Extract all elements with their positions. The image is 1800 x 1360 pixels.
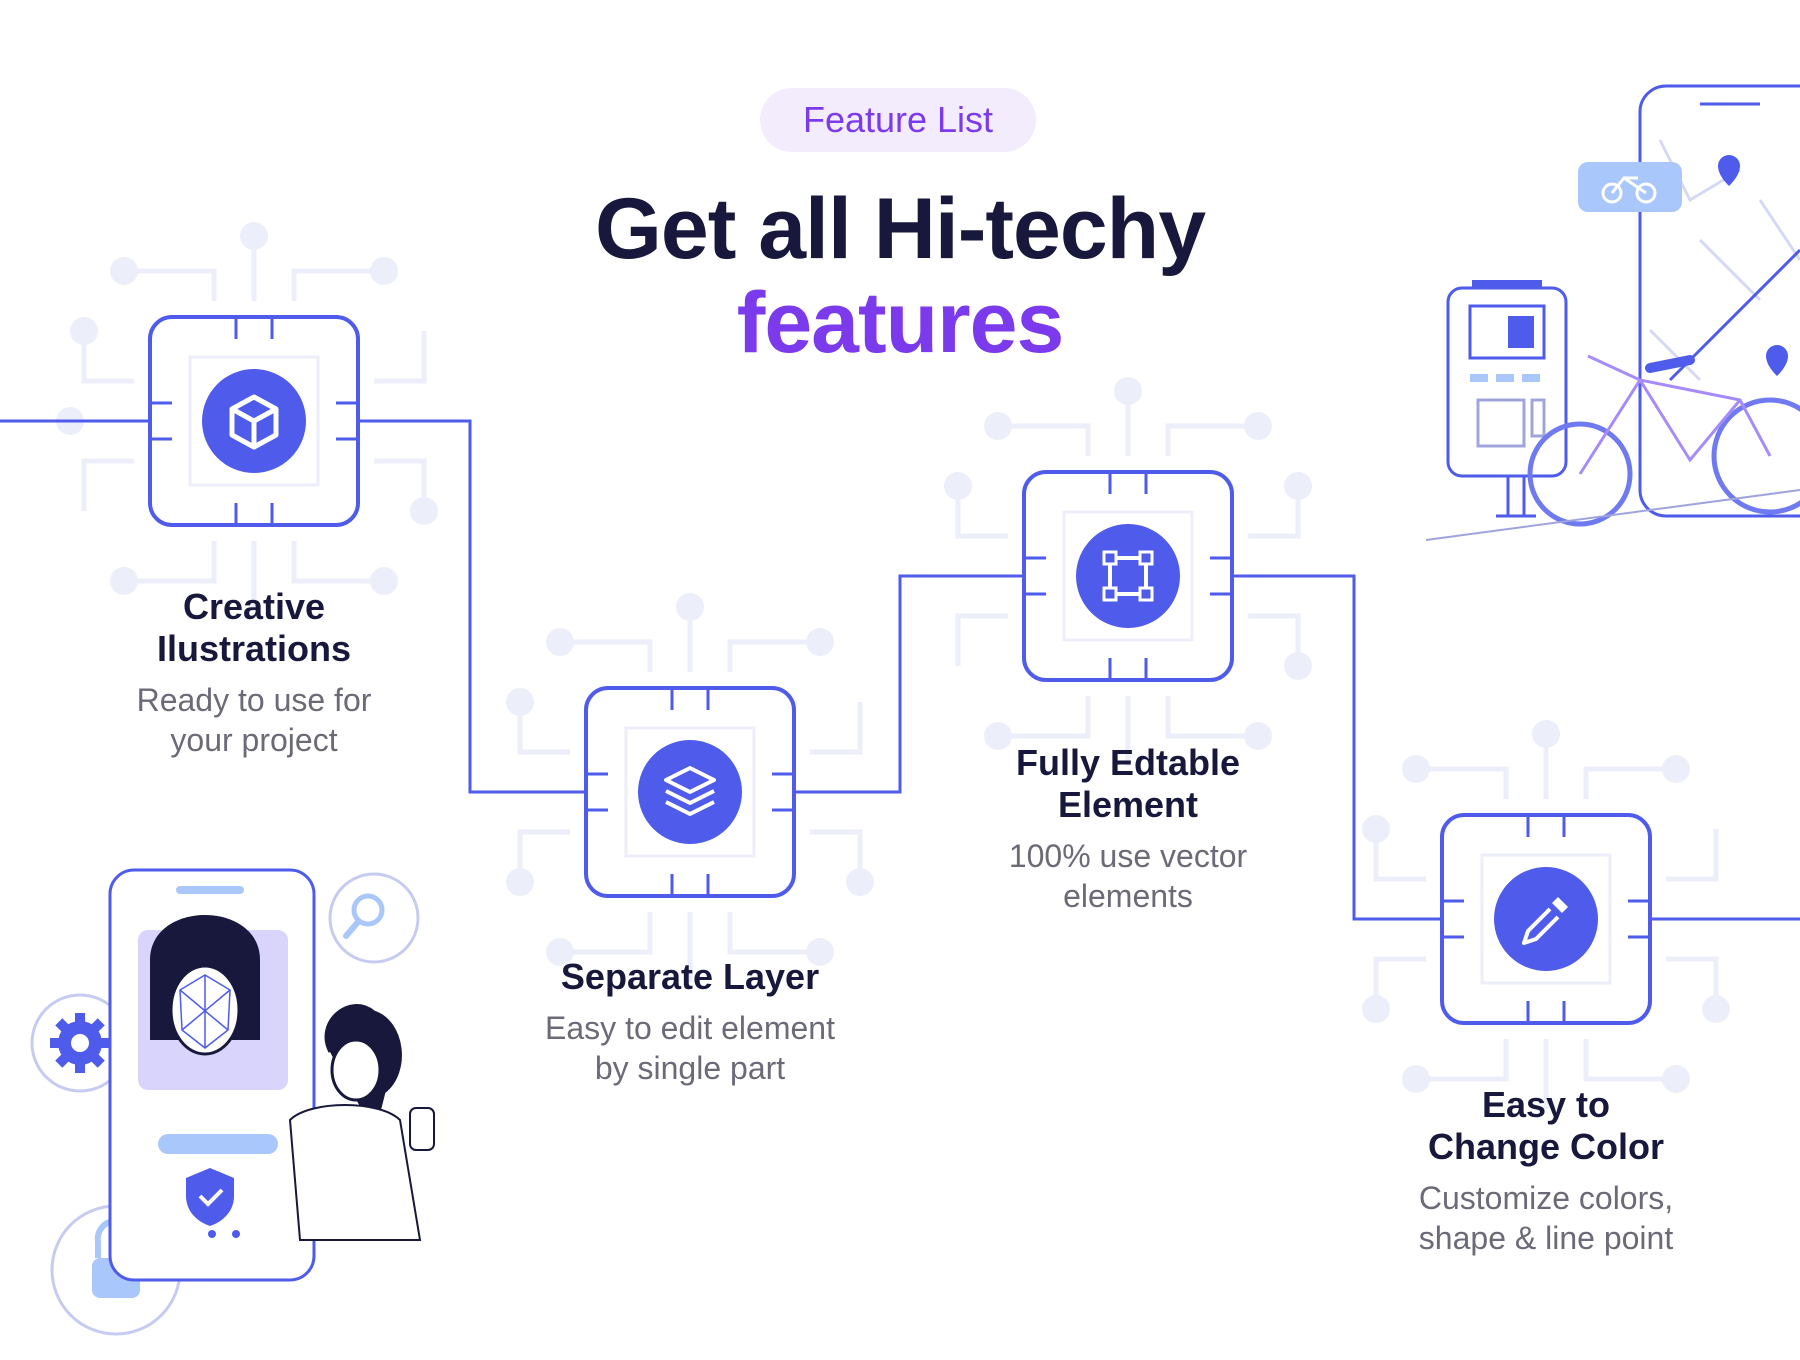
feature-description: your project [170, 722, 338, 758]
connector-line [794, 574, 1024, 794]
connector-line [358, 419, 586, 794]
feature-chip [1440, 813, 1652, 1025]
feature-title: Fully Edtable [1015, 742, 1241, 783]
connector-line [1232, 574, 1442, 921]
feature-description: Easy to edit element [545, 1010, 835, 1046]
face-id-illustration [30, 868, 435, 1336]
feature-creative-illustrations: Creative Ilustrations Ready to use for y… [74, 586, 434, 760]
eyedropper-icon [1522, 897, 1568, 945]
feature-title: Easy to [1481, 1084, 1611, 1125]
circuit-pattern [517, 602, 863, 982]
circuit-pattern [81, 231, 427, 611]
feature-title: Separate Layer [560, 956, 820, 997]
feature-description: 100% use vector [1008, 838, 1248, 874]
feature-change-color: Easy to Change Color Customize colors, s… [1366, 1084, 1726, 1258]
feature-separate-layer: Separate Layer Easy to edit element by s… [510, 956, 870, 1088]
feature-list-pill: Feature List [760, 88, 1036, 152]
box-icon [229, 394, 279, 450]
feature-chip [1022, 470, 1234, 682]
feature-title: Element [1057, 784, 1199, 825]
layers-icon [664, 766, 716, 816]
feature-chip [584, 686, 796, 898]
page-title-line1: Get all Hi-techy [594, 181, 1206, 277]
feature-title: Ilustrations [156, 628, 352, 669]
vector-select-icon [1102, 550, 1154, 602]
feature-description: by single part [594, 1050, 786, 1086]
page-title-line2: features [736, 275, 1065, 371]
feature-chip [148, 315, 360, 527]
feature-description: elements [1063, 878, 1193, 914]
bike-rental-illustration [1425, 84, 1800, 541]
feature-title: Change Color [1427, 1126, 1664, 1167]
circuit-pattern [1373, 729, 1719, 1109]
circuit-pattern [955, 386, 1301, 766]
feature-fully-editable: Fully Edtable Element 100% use vector el… [948, 742, 1308, 916]
feature-description: Customize colors, [1418, 1180, 1674, 1216]
feature-title: Creative [182, 586, 326, 627]
feature-description: shape & line point [1418, 1220, 1674, 1256]
feature-description: Ready to use for [136, 682, 372, 718]
